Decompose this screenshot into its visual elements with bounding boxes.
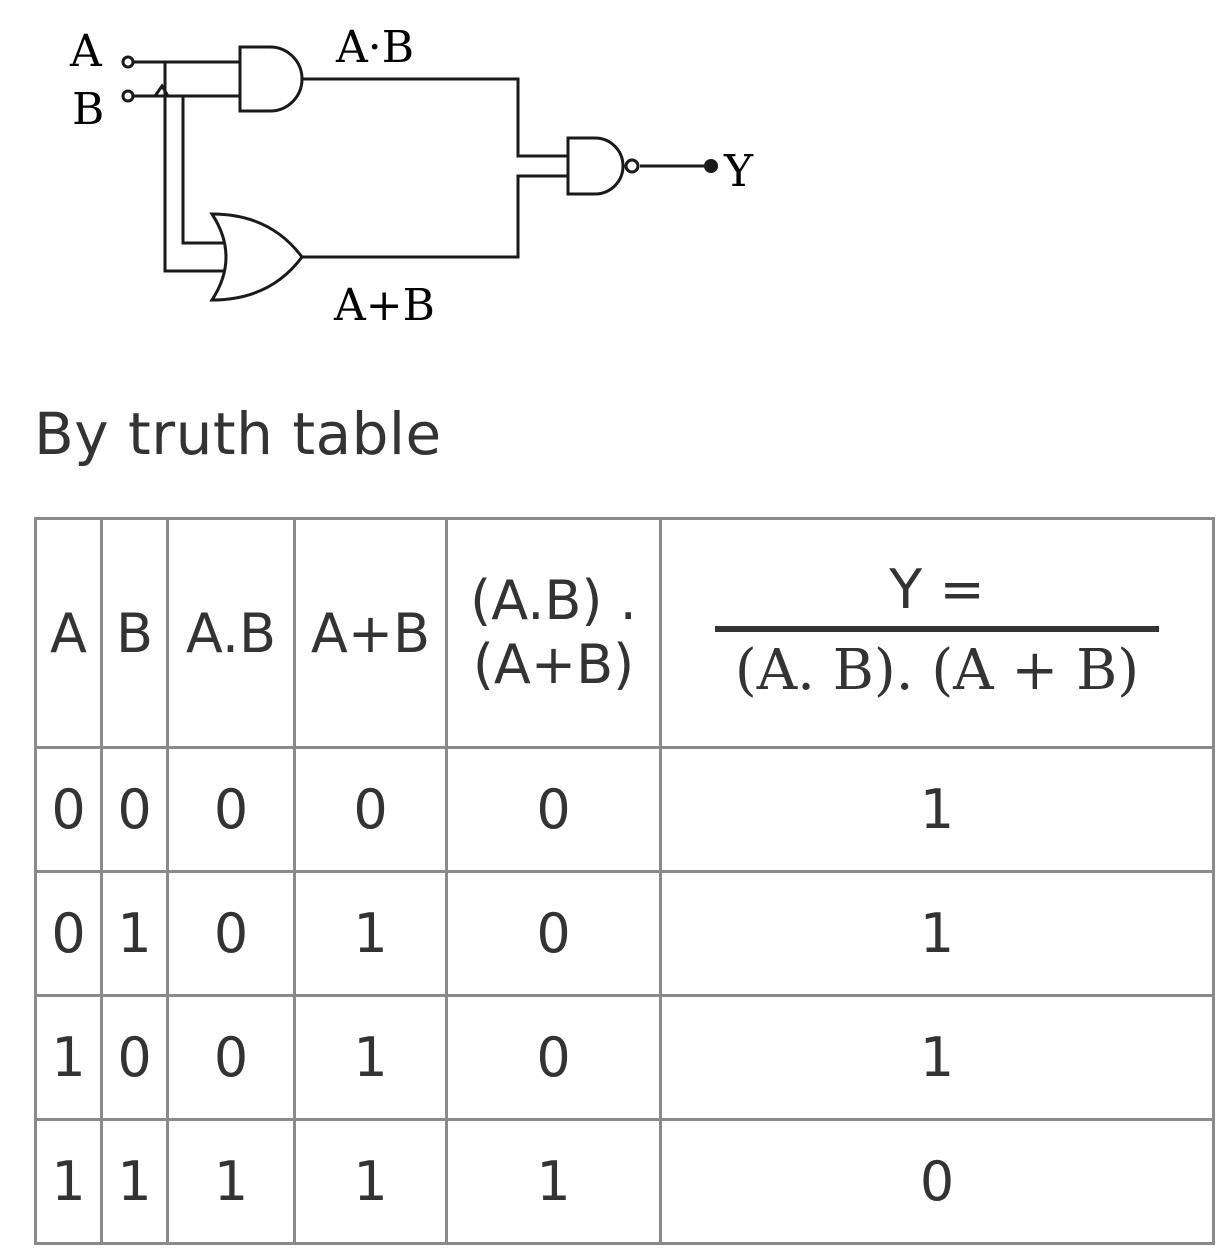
table-cell: 1: [166, 1118, 296, 1245]
section-heading: By truth table: [34, 400, 442, 468]
label-and-output: A·B: [335, 22, 414, 73]
table-cell: 0: [100, 994, 169, 1121]
wire-and-to-nand: [298, 77, 568, 158]
header-y-denominator: (A. B). (A + B): [714, 626, 1160, 706]
table-cell: 1: [445, 1118, 662, 1245]
header-a: A: [34, 517, 103, 749]
header-product: (A.B) . (A+B): [445, 517, 662, 749]
nand-bubble: [624, 158, 640, 174]
table-cell: 0: [166, 746, 296, 873]
table-cell: 1: [100, 870, 169, 997]
header-product-line1: (A.B) .: [470, 569, 637, 632]
header-or: A+B: [293, 517, 448, 749]
table-cell: 0: [166, 870, 296, 997]
header-y-fraction: Y = (A. B). (A + B): [714, 558, 1160, 706]
table-cell: 1: [293, 994, 448, 1121]
table-cell: 0: [445, 746, 662, 873]
header-and: A.B: [166, 517, 296, 749]
or-gate: [209, 212, 304, 302]
header-product-line2: (A+B): [472, 633, 635, 696]
table-cell: 1: [293, 1118, 448, 1245]
table-row: 0 1 0 1 0 1: [34, 870, 1215, 997]
label-or-output: A+B: [333, 280, 435, 331]
and-gate: [238, 45, 304, 113]
logic-circuit-diagram: A B A·B A+B Y: [69, 22, 754, 331]
table-cell: 0: [445, 870, 662, 997]
table-cell: 0: [166, 994, 296, 1121]
truth-table: A B A.B A+B (A.B) . (A+B) Y = (A. B). (A…: [34, 517, 1215, 1245]
header-b: B: [100, 517, 169, 749]
wire-crossover: [153, 83, 170, 97]
label-y: Y: [723, 146, 754, 197]
table-cell: 0: [659, 1118, 1215, 1245]
table-cell: 1: [659, 870, 1215, 997]
terminal-b: [121, 89, 135, 103]
table-cell: 0: [293, 746, 448, 873]
header-y-numerator: Y =: [889, 558, 985, 621]
wire-or-to-nand: [300, 174, 568, 259]
table-cell: 0: [34, 746, 103, 873]
table-cell: 1: [34, 1118, 103, 1245]
table-cell: 0: [34, 870, 103, 997]
table-cell: 0: [100, 746, 169, 873]
wire-b-to-or: [181, 96, 228, 245]
table-cell: 1: [34, 994, 103, 1121]
wire-a-to-or: [163, 62, 228, 273]
label-a: A: [69, 26, 103, 77]
table-header-row: A B A.B A+B (A.B) . (A+B) Y = (A. B). (A…: [34, 517, 1215, 749]
nand-gate: [566, 136, 625, 196]
terminal-a: [121, 55, 135, 69]
table-row: 0 0 0 0 0 1: [34, 746, 1215, 873]
terminal-y: [704, 159, 718, 173]
label-b: B: [72, 84, 104, 135]
table-row: 1 1 1 1 1 0: [34, 1118, 1215, 1245]
table-cell: 0: [445, 994, 662, 1121]
table-cell: 1: [100, 1118, 169, 1245]
table-cell: 1: [659, 746, 1215, 873]
table-cell: 1: [659, 994, 1215, 1121]
table-cell: 1: [293, 870, 448, 997]
header-y: Y = (A. B). (A + B): [659, 517, 1215, 749]
table-row: 1 0 0 1 0 1: [34, 994, 1215, 1121]
